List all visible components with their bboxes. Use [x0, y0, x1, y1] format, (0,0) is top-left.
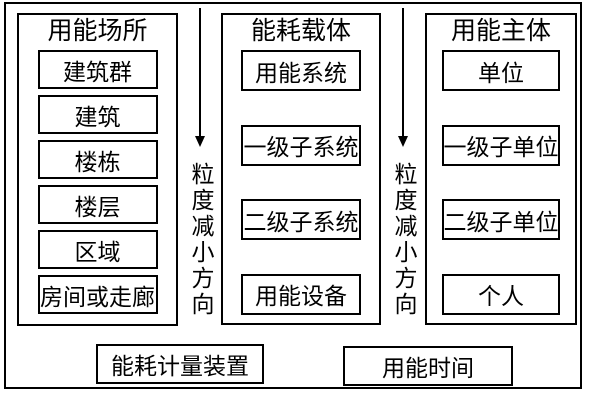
down-arrow-head-2	[398, 136, 408, 147]
box-building: 建筑	[37, 95, 158, 134]
granularity-flow-2: 粒度减小方向	[386, 8, 420, 318]
down-arrow-head-1	[195, 136, 205, 147]
box-building-cluster: 建筑群	[37, 50, 158, 89]
granularity-direction-label-2: 粒度减小方向	[391, 162, 416, 318]
energy-carrier-items: 用能系统 一级子系统 二级子系统 用能设备	[241, 50, 361, 315]
box-building-block: 楼栋	[37, 140, 158, 179]
box-level1-subunit: 一级子单位	[442, 124, 560, 166]
down-arrow-line-2	[402, 8, 404, 136]
box-room-or-corridor: 房间或走廊	[37, 275, 158, 314]
energy-place-title: 用能场所	[47, 18, 148, 45]
box-unit: 单位	[442, 50, 560, 91]
down-arrow-line-1	[199, 8, 201, 136]
granularity-direction-label-1: 粒度减小方向	[188, 162, 213, 318]
granularity-flow-1: 粒度减小方向	[183, 8, 217, 318]
energy-subject-title: 用能主体	[450, 18, 551, 45]
diagram-border	[4, 2, 582, 389]
box-level1-subsystem: 一级子系统	[241, 124, 361, 166]
energy-place-group: 用能场所 建筑群 建筑 楼栋 楼层 区域 房间或走廊	[17, 13, 178, 326]
energy-place-items: 建筑群 建筑 楼栋 楼层 区域 房间或走廊	[37, 50, 158, 314]
energy-subject-items: 单位 一级子单位 二级子单位 个人	[442, 50, 560, 315]
energy-use-time-box: 用能时间	[343, 346, 513, 386]
energy-carrier-title: 能耗载体	[250, 18, 351, 45]
energy-subject-group: 用能主体 单位 一级子单位 二级子单位 个人	[425, 13, 577, 325]
box-individual: 个人	[442, 273, 560, 315]
box-floor: 楼层	[37, 185, 158, 224]
energy-carrier-group: 能耗载体 用能系统 一级子系统 二级子系统 用能设备	[221, 13, 381, 325]
box-level2-subunit: 二级子单位	[442, 199, 560, 241]
box-level2-subsystem: 二级子系统	[241, 199, 361, 241]
box-energy-system: 用能系统	[241, 50, 361, 91]
box-energy-equipment: 用能设备	[241, 273, 361, 315]
energy-metering-device-box: 能耗计量装置	[96, 344, 264, 384]
box-zone: 区域	[37, 230, 158, 269]
